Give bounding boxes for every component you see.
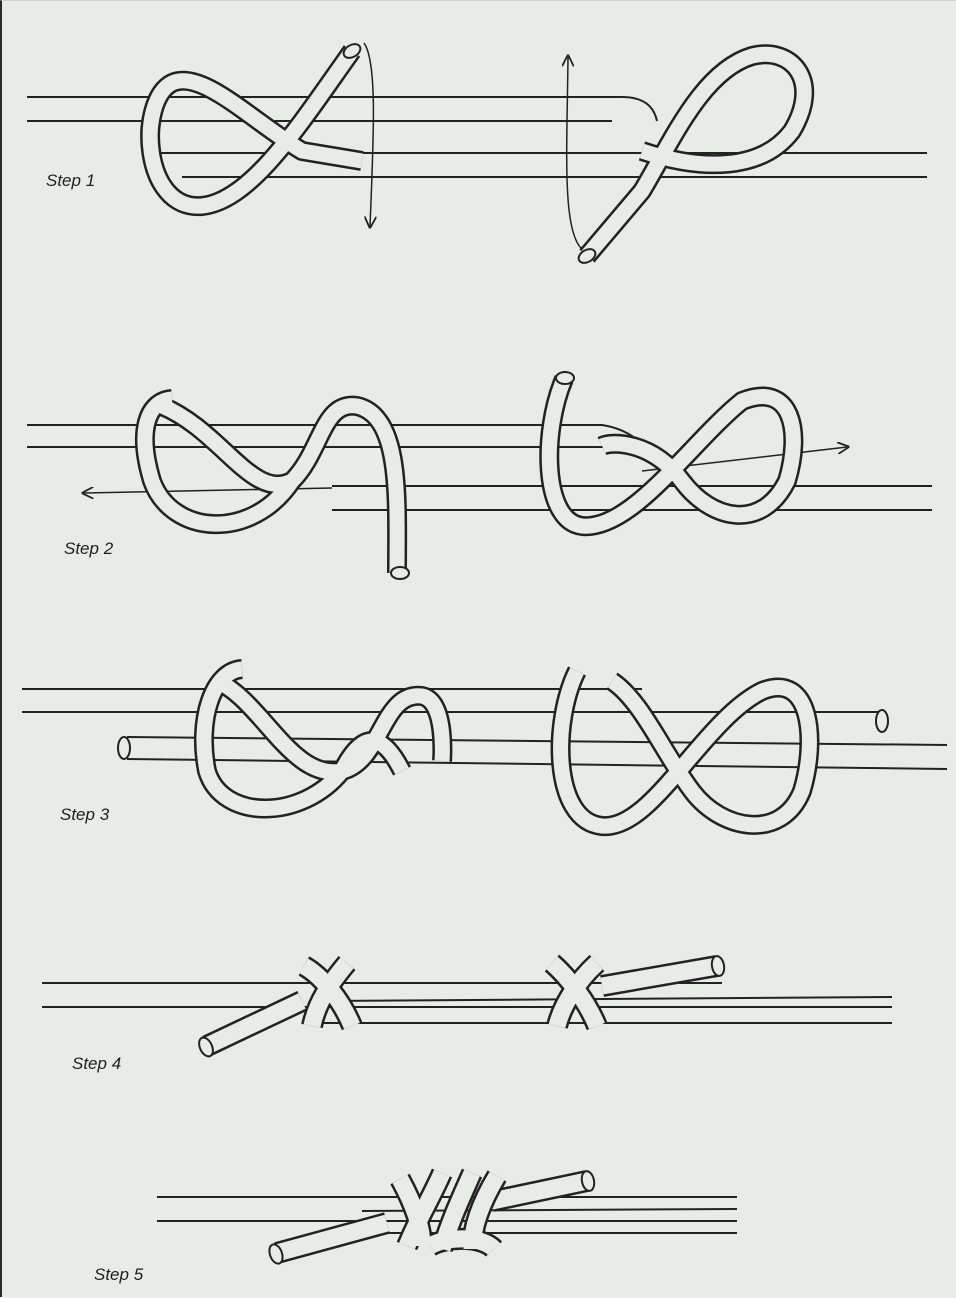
step-4-line-c <box>321 996 893 1002</box>
step-3-left-rope-end <box>117 736 131 760</box>
step-2-right-loop <box>539 371 804 537</box>
step-1-line-a <box>27 96 658 122</box>
step-5-label: Step 5 <box>94 1265 144 1284</box>
step-1-illustration <box>27 42 927 264</box>
step-3-right-rope-end <box>875 709 889 733</box>
step-4-right-tail <box>600 955 726 997</box>
step-1-right-loop <box>577 44 815 264</box>
step-4-label: Step 4 <box>72 1054 122 1073</box>
step-5-knot <box>390 1168 507 1258</box>
step-3-illustration <box>22 659 948 837</box>
step-2-illustration <box>27 371 932 580</box>
step-4-illustration <box>42 954 893 1058</box>
step-1-left-loop <box>140 43 364 217</box>
step-2-label: Step 2 <box>64 539 114 558</box>
step-1-arrow-down <box>363 42 373 226</box>
step-2-left-loop <box>135 389 410 580</box>
step-4-left-knot <box>298 955 363 1031</box>
step-1-arrow-up <box>567 57 583 250</box>
step-4-right-knot <box>544 954 608 1031</box>
step-3-line-d <box>126 758 948 770</box>
step-5-right-tail <box>489 1170 596 1212</box>
step-3-label: Step 3 <box>60 805 110 824</box>
step-4-left-tail <box>198 991 307 1058</box>
step-5-illustration <box>157 1168 738 1265</box>
step-3-right-loop <box>550 666 820 837</box>
step-5-left-tail <box>268 1212 390 1265</box>
step-1-label: Step 1 <box>46 171 96 190</box>
step-3-line-c <box>126 736 948 746</box>
step-3-left-loop <box>194 659 453 819</box>
